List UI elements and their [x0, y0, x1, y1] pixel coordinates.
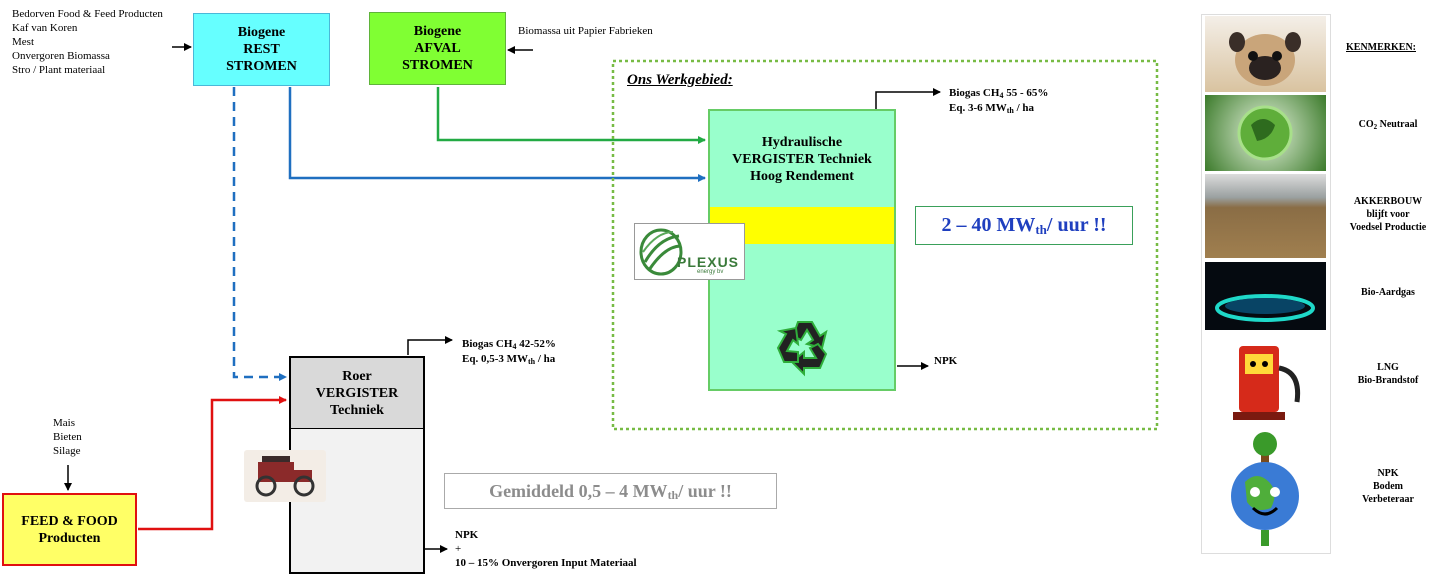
input-line: Stro / Plant materiaal: [12, 64, 106, 76]
biogas-text: 42-52%: [516, 338, 556, 350]
box-label: Biogene AFVAL STROMEN: [402, 24, 473, 73]
biogas-text: / ha: [535, 353, 556, 365]
npk-line: 10 – 15% Onvergoren Input Materiaal: [455, 557, 637, 569]
gas-flame-icon: [1205, 262, 1326, 330]
roer-biogas-label: Biogas CH4 42-52% Eq. 0,5-3 MWth / ha: [462, 337, 556, 367]
kenmerken-panel: [1201, 14, 1331, 554]
arrow-biogas-hydraulic: [875, 88, 941, 109]
plexus-logo-text: PLEXUS: [677, 254, 740, 270]
papier-input-label: Biomassa uit Papier Fabrieken: [518, 25, 653, 37]
biogas-text: / ha: [1013, 102, 1035, 114]
biogene-rest-stromen-box: Biogene REST STROMEN: [193, 13, 330, 86]
power-sub: th: [1035, 221, 1047, 237]
fuel-pump-icon: [1205, 338, 1326, 426]
roer-npk-label: NPK + 10 – 15% Onvergoren Input Materiaa…: [455, 528, 637, 570]
green-earth-icon: [1205, 95, 1326, 171]
biogas-text: 55 - 65%: [1003, 87, 1049, 99]
hydraulic-reactor-top: Hydraulische VERGISTER Techniek Hoog Ren…: [708, 109, 896, 207]
blue-dashed-flow-line: [232, 87, 287, 381]
power-text: / uur !!: [678, 480, 732, 501]
red-flow-line: [138, 396, 287, 531]
plexus-globe-icon: [639, 228, 683, 276]
feed-food-box: FEED & FOOD Producten: [2, 493, 137, 566]
kenmerk-akkerbouw-label: AKKERBOUW blijft voor Voedsel Productie: [1349, 196, 1427, 233]
input-line: Bieten: [53, 431, 82, 443]
blue-flow-line: [288, 87, 706, 182]
power-text: Gemiddeld 0,5 – 4 MW: [489, 480, 668, 501]
wheat-field-icon: [1205, 174, 1326, 258]
input-line: Silage: [53, 445, 81, 457]
reactor-label: Hydraulische VERGISTER Techniek Hoog Ren…: [732, 134, 872, 184]
label-text: Neutraal: [1377, 119, 1418, 130]
label-sub: 2: [1373, 123, 1378, 131]
kenmerken-title: KENMERKEN:: [1346, 42, 1416, 53]
input-line: Kaf van Koren: [12, 22, 78, 34]
npk-line: +: [455, 543, 462, 555]
werkgebied-title: Ons Werkgebied:: [627, 72, 733, 88]
recycle-icon: [776, 321, 828, 377]
biogas-sub: th: [1006, 106, 1014, 115]
hydraulic-biogas-label: Biogas CH4 55 - 65% Eq. 3-6 MWth / ha: [949, 86, 1048, 116]
biogas-sub: 4: [512, 342, 517, 351]
kenmerk-npk-label: NPK Bodem Verbeteraar: [1362, 468, 1414, 505]
biogas-text: Biogas CH: [462, 338, 513, 350]
power-text: / uur !!: [1046, 214, 1107, 236]
power-text: 2 – 40 MW: [941, 214, 1036, 236]
biogas-sub: th: [528, 357, 536, 366]
kenmerk-bioaardgas-label: Bio-Aardgas: [1361, 287, 1415, 298]
box-label: Biogene REST STROMEN: [226, 25, 297, 74]
hydraulic-npk-label: NPK: [934, 355, 958, 367]
input-line: Onvergoren Biomassa: [12, 50, 110, 62]
kenmerk-lng-label: LNG Bio-Brandstof: [1357, 362, 1419, 386]
input-line: Mais: [53, 417, 75, 429]
input-line: Bedorven Food & Feed Producten: [12, 8, 163, 20]
feed-inputs-list: Mais Bieten Silage: [53, 416, 82, 458]
arrow-biogas-roer: [407, 336, 453, 355]
biogene-afval-stromen-box: Biogene AFVAL STROMEN: [369, 12, 506, 85]
power-sub: th: [667, 487, 679, 502]
biogas-text: Eq. 3-6 MW: [949, 102, 1007, 114]
biogas-text: Biogas CH: [949, 87, 1000, 99]
biogas-text: Eq. 0,5-3 MW: [462, 353, 528, 365]
roer-vergister-top: Roer VERGISTER Techniek: [289, 356, 425, 429]
npk-line: NPK: [455, 529, 479, 541]
input-line: Mest: [12, 36, 34, 48]
roer-label: Roer VERGISTER Techniek: [315, 368, 399, 418]
green-flow-line: [436, 87, 706, 144]
happy-earth-icon: [1205, 430, 1326, 548]
label-text: CO: [1358, 119, 1374, 130]
biogas-sub: 4: [999, 91, 1004, 100]
feed-label: FEED & FOOD Producten: [21, 513, 118, 546]
kenmerk-co2-label: CO2 Neutraal: [1336, 118, 1440, 132]
plexus-logo: PLEXUS energy bv: [634, 223, 745, 280]
plexus-logo-sub: energy bv: [697, 269, 724, 275]
old-car-icon: [244, 450, 326, 502]
rest-inputs-list: Bedorven Food & Feed Producten Kaf van K…: [12, 7, 163, 77]
werkgebied-frame: [611, 59, 1159, 431]
pug-dog-icon: [1205, 16, 1326, 92]
